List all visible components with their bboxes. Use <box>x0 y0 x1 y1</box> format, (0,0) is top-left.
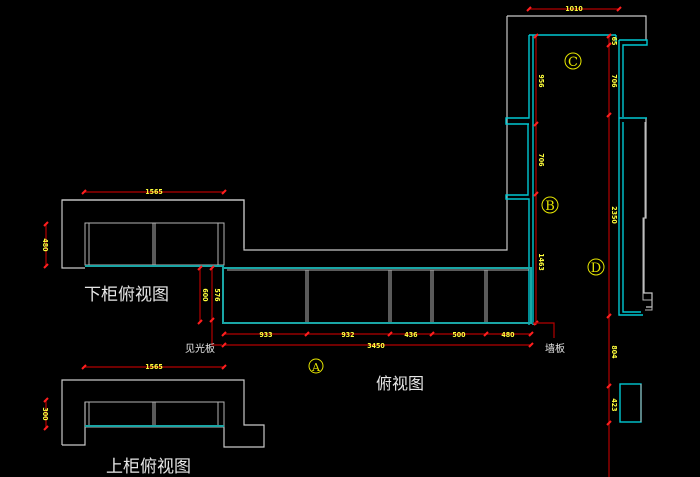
dim-seg-1: 933 <box>259 331 272 339</box>
dim-c-left-height: 956 <box>537 74 545 88</box>
dim-d-total: 2350 <box>610 206 618 224</box>
dim-seg-5: 480 <box>501 331 515 339</box>
marker-c: C <box>564 52 582 70</box>
dim-b-lower: 1463 <box>537 253 545 271</box>
wall-panel-note: 墙板 <box>545 342 565 355</box>
light-panel-note: 见光板 <box>185 342 215 355</box>
svg-text:B: B <box>545 199 555 214</box>
svg-text:C: C <box>568 55 578 70</box>
dim-seg-3: 436 <box>404 331 418 339</box>
svg-text:D: D <box>591 261 601 276</box>
marker-b: B <box>541 196 559 214</box>
svg-text:A: A <box>311 361 321 374</box>
dim-seg-4: 500 <box>452 331 466 339</box>
marker-a: A <box>308 358 324 374</box>
dim-lower-panel-600: 600 <box>201 288 209 302</box>
dim-c-right-height: 706 <box>610 74 618 88</box>
lower-cabinet-title: 下柜俯视图 <box>84 285 169 305</box>
dim-lower-cab-width: 1565 <box>145 188 163 196</box>
cabinet-run-a <box>222 267 532 324</box>
dim-upper-cab-width: 1565 <box>145 363 163 371</box>
dim-lower-panel-576: 576 <box>213 288 221 302</box>
lower-cabinet-top-view <box>62 199 245 267</box>
dim-top-width-c: 1010 <box>565 5 583 13</box>
dim-seg-2: 932 <box>341 331 354 339</box>
dim-lower-cab-depth: 480 <box>41 238 49 252</box>
marker-d: D <box>587 258 605 276</box>
cabinet-run-b-c <box>505 34 617 325</box>
cabinet-run-d <box>618 39 653 423</box>
upper-cabinet-top-view <box>61 379 265 448</box>
dim-b-upper: 706 <box>537 153 545 167</box>
upper-cabinet-title: 上柜俯视图 <box>106 457 191 477</box>
dim-d-gap: 804 <box>610 345 618 359</box>
dim-d-small: 423 <box>610 398 618 411</box>
dim-upper-cab-depth: 300 <box>41 407 49 421</box>
dim-total-a: 3450 <box>367 342 385 350</box>
dimension-lines <box>43 6 622 477</box>
dim-c-right-top: 65 <box>610 37 618 46</box>
main-title: 俯视图 <box>376 374 424 393</box>
wall-outline <box>61 15 653 308</box>
